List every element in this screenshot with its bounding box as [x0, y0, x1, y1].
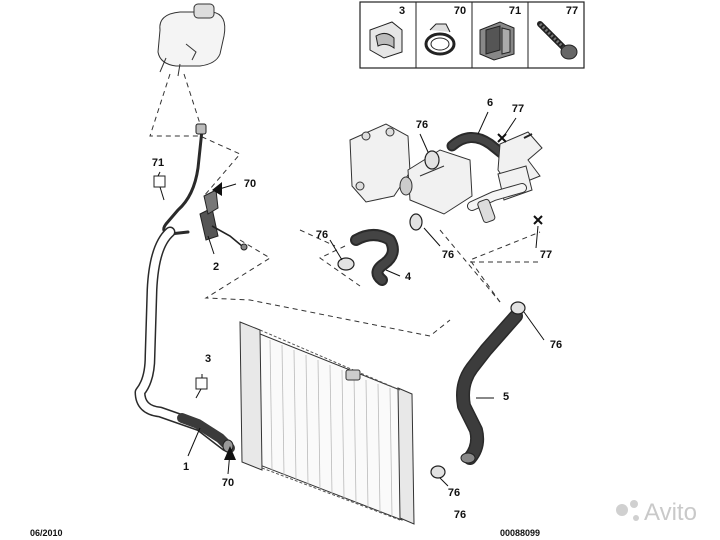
expansion-tank — [157, 3, 226, 77]
callout-numbers: 71 70 2 3 1 70 76 6 77 76 4 76 77 76 5 7… — [152, 97, 562, 521]
callout-76-mid: 76 — [442, 249, 454, 261]
bypass-hose-4 — [350, 229, 399, 286]
screw-icon — [537, 21, 578, 60]
callout-77-upper: 77 — [512, 103, 524, 115]
radiator-upper-hose-5 — [456, 309, 523, 465]
clip-71-marker — [153, 175, 166, 188]
callout-76-bottom-2: 76 — [454, 509, 466, 521]
callout-77-lower: 77 — [540, 249, 552, 261]
parts-legend-box: 3 70 71 77 — [359, 1, 585, 69]
clip-part-icon — [369, 21, 403, 59]
legend-label-71: 71 — [509, 5, 521, 17]
callout-6: 6 — [487, 97, 493, 109]
leader-lines — [157, 111, 545, 487]
radiator-lower-hose-1 — [134, 226, 235, 453]
legend-label-70: 70 — [454, 5, 466, 17]
callout-5: 5 — [503, 391, 509, 403]
retaining-clip-icon — [479, 21, 515, 61]
assembly-guide-lines — [149, 73, 541, 337]
thermostat-housing — [349, 123, 473, 215]
callout-76-left: 76 — [316, 229, 328, 241]
callout-70-upper: 70 — [244, 178, 256, 190]
callout-70-lower: 70 — [222, 477, 234, 489]
callout-76-thermostat: 76 — [416, 119, 428, 131]
callout-1: 1 — [183, 461, 189, 473]
coolant-pipe — [467, 133, 543, 225]
legend-label-3: 3 — [399, 5, 405, 17]
hose-clamp-icon — [424, 23, 456, 56]
footer-ref: 00088099 — [500, 528, 540, 538]
watermark-text: Avito — [644, 499, 697, 526]
hose-clamps — [203, 150, 526, 479]
legend-label-77: 77 — [566, 5, 578, 17]
clip-3-marker — [195, 377, 208, 390]
radiator — [239, 321, 415, 525]
callout-arrows — [212, 182, 236, 460]
callout-4: 4 — [405, 271, 412, 283]
footer-date: 06/2010 — [30, 528, 63, 538]
callout-76-right: 76 — [550, 339, 562, 351]
bleed-hose-2 — [162, 123, 248, 251]
avito-watermark: Avito — [616, 499, 697, 526]
callout-2: 2 — [213, 261, 219, 273]
callout-3: 3 — [205, 353, 211, 365]
callout-76-bottom: 76 — [448, 487, 460, 499]
callout-71: 71 — [152, 157, 164, 169]
